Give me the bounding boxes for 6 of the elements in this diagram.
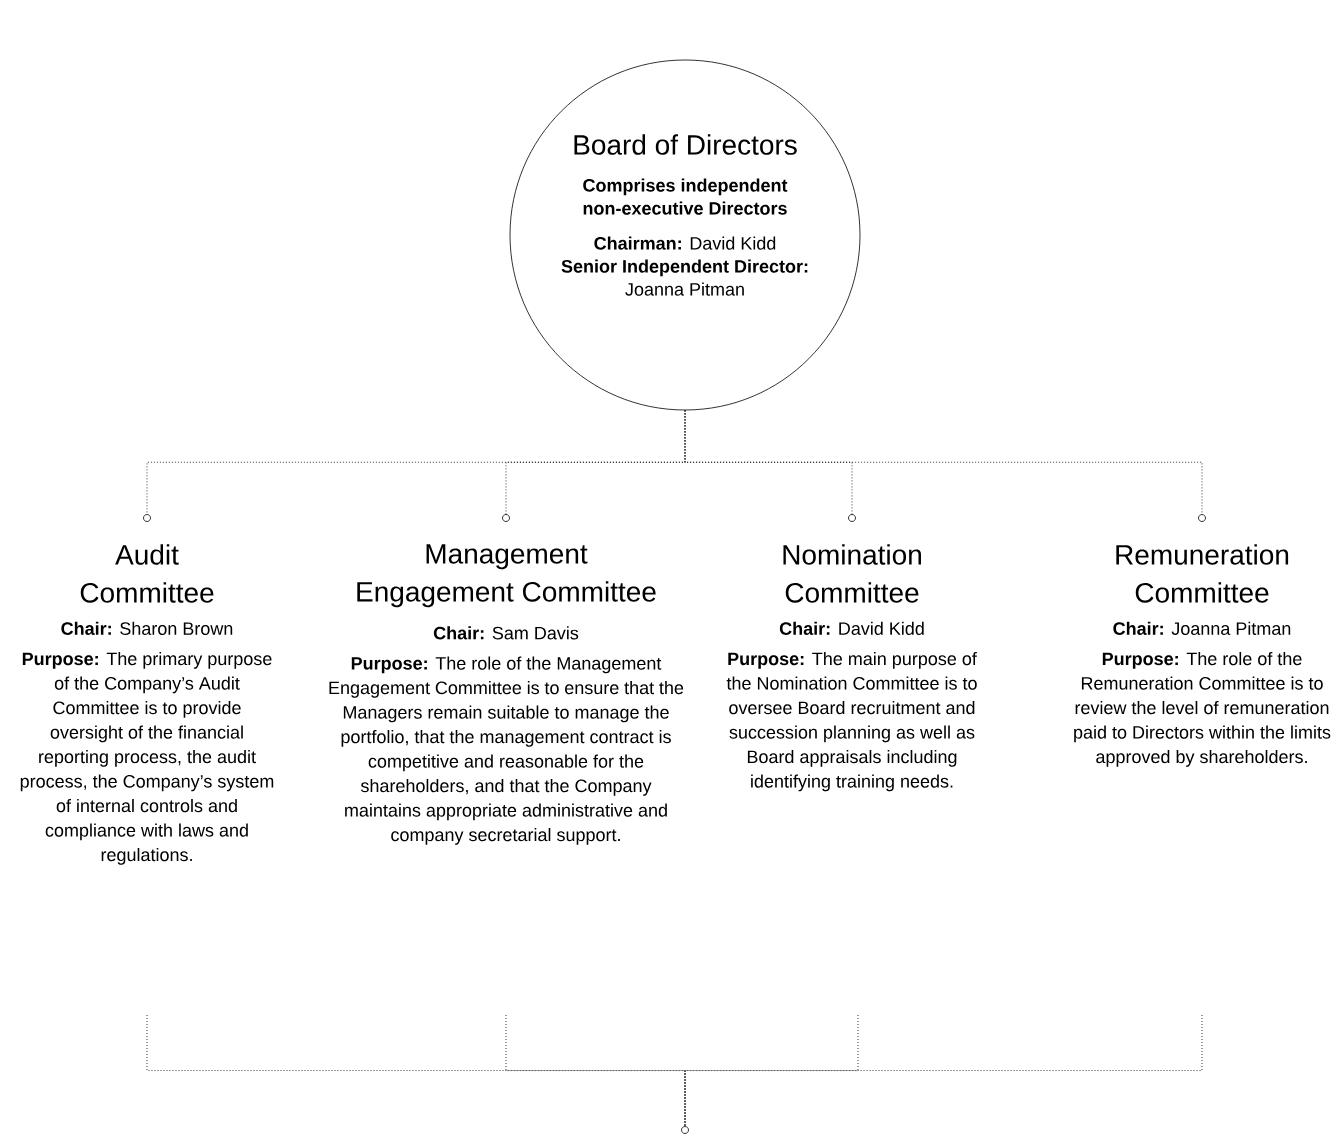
committee-description: Remuneration Committee Chair: Joanna Pitman Purpose: The role of the Remuneration Committee is to review the level of remuneration paid to Directors within the limits approved by shareholders. (1074, 544, 1331, 767)
committee-description: Nomination Committee Chair: David Kidd Purpose: The main purpose of the Nomination Committee is to oversee Board recruitment and succession planning as well as Board appraisals including identifying training needs. (726, 544, 977, 792)
connector (684, 1014, 1203, 1127)
committee-description: Audit Committee Chair: Sharon Brown Purpose: The primary purpose of the Company’s Audit Committee is to provide oversight of the financial reporting process, the audit process, the Company’s system of internal controls and compliance with laws and regulations. (20, 544, 274, 865)
connector (684, 410, 1203, 515)
committee-description: Management Engagement Committee Chair: Sam Davis Purpose: The role of the Management Engagement Committee is to ensure that the Managers remain suitable to manage the portfolio, that the management contract is competitive and reasonable for the shareholders, and that the Company maintains appropriate administrative and company secretarial support. (329, 544, 684, 845)
